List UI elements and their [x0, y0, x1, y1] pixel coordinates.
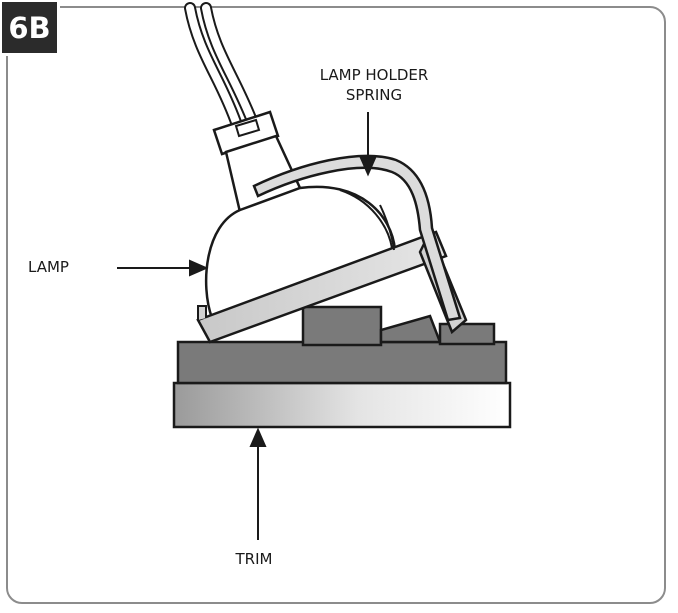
lamp-holder-spring: [252, 154, 462, 322]
figure-number-badge: 6B: [2, 2, 60, 56]
callout-arrows: [117, 112, 377, 540]
lamp-rim-line: [339, 189, 393, 249]
figure-frame: [6, 6, 666, 604]
lamp-holder-label-line2: SPRING: [345, 86, 403, 104]
trim-arrowhead: [249, 427, 267, 447]
bracket-foot: [438, 322, 496, 346]
lamp-label: LAMP: [28, 258, 69, 276]
lamp-arrowhead: [189, 259, 209, 277]
mounting-block: [301, 305, 383, 347]
lamp-socket: [212, 110, 280, 156]
holder-lip: [197, 305, 207, 320]
lamp-holder-label-line1: LAMP HOLDER: [319, 66, 429, 84]
trim-label: TRIM: [235, 550, 273, 568]
spring-arrowhead: [359, 157, 377, 177]
lamp-holder-spring-label: LAMP HOLDER SPRING: [279, 65, 469, 105]
trim-top-plate: [176, 340, 508, 385]
lamp-wires: [184, 2, 260, 134]
trim-ring: [172, 381, 512, 429]
mounting-wedge: [379, 314, 442, 344]
spring-inner-line: [379, 204, 395, 251]
lamp-holder-plate: [196, 230, 448, 344]
